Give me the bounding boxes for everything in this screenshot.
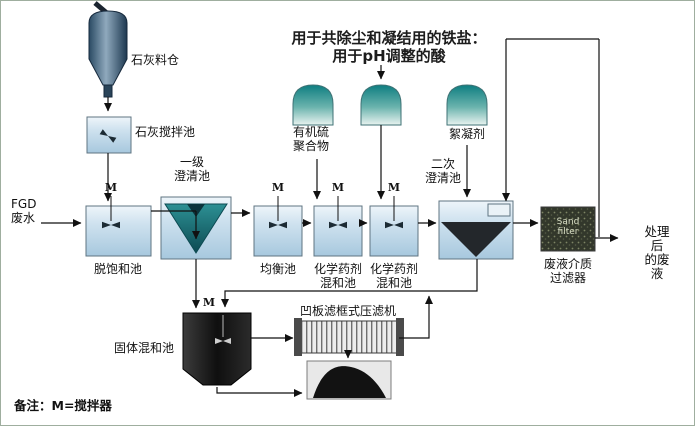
label-chem-mix-tank-2: 化学药剂 混和池 (369, 262, 419, 290)
label-media-filter: 废液介质 过滤器 (543, 257, 593, 285)
mixer-label-equalization: M (271, 181, 285, 194)
top-note: 用于共除尘和凝结用的铁盐： 用于pH调整的酸 (291, 29, 487, 65)
mixer-label-desaturation: M (104, 181, 118, 194)
label-desaturation-tank: 脱饱和池 (93, 262, 143, 276)
label-fgd-influent: FGD 废水 (11, 197, 37, 225)
pipes (41, 38, 619, 397)
sludge-bin-shape (306, 360, 392, 400)
label-secondary-clarifier: 二次 澄清池 (424, 157, 462, 185)
label-flocculant: 絮凝剂 (448, 127, 486, 141)
label-organic-sulfide: 有机硫 聚合物 (292, 125, 330, 153)
mixer-label-solids: M (202, 296, 216, 309)
footer-note: 备注：M=搅拌器 (14, 398, 112, 413)
flocculant-vessel-shape (446, 84, 488, 126)
label-lime-mix-tank: 石灰搅拌池 (135, 125, 196, 139)
label-equalization-tank: 均衡池 (259, 262, 297, 276)
label-chem-mix-tank-1: 化学药剂 混和池 (313, 262, 363, 290)
acid-ironsalt-vessel-shape (360, 84, 402, 126)
lime-mix-tank-shape (86, 116, 132, 154)
organic-sulfide-vessel-shape (292, 84, 334, 126)
solids-mix-tank-shape (182, 312, 252, 386)
label-solids-mix-tank: 固体混和池 (113, 341, 175, 355)
desaturation-tank-shape (85, 205, 152, 257)
mixer-label-chem-2: M (387, 181, 401, 194)
equalization-tank-shape (253, 205, 303, 257)
filter-press-shape (294, 318, 404, 356)
media-filter-shape (540, 206, 596, 252)
label-filter-press: 凹板滤框式压滤机 (299, 304, 397, 318)
label-primary-clarifier: 一级 澄清池 (173, 155, 211, 183)
label-lime-silo: 石灰料仓 (131, 53, 180, 67)
label-sand-filter-inner: Sand filter (556, 217, 580, 237)
secondary-clarifier-shape (438, 200, 514, 260)
lime-silo-shape (88, 1, 128, 98)
mixer-shafts (110, 196, 395, 221)
mixer-label-chem-1: M (331, 181, 345, 194)
label-treated-effluent: 处理后 的废液 (644, 224, 670, 281)
